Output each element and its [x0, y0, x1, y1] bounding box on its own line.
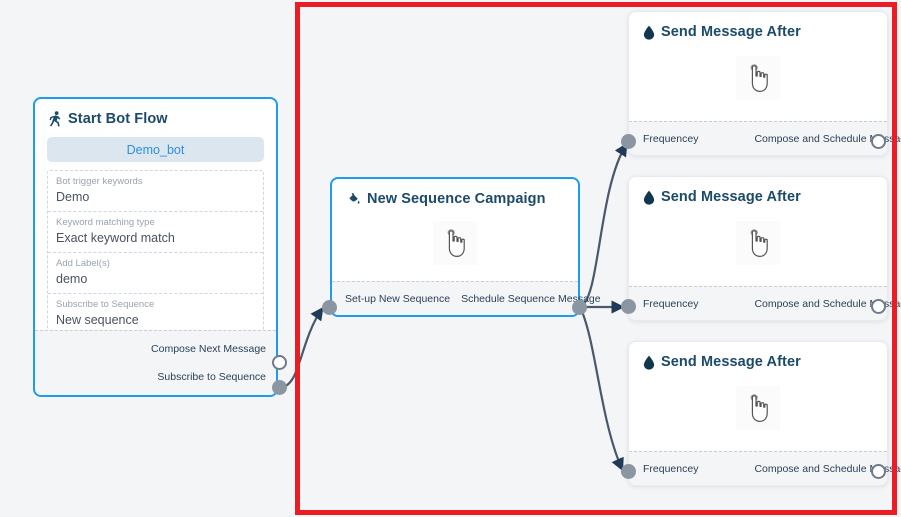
output-port-compose-and-schedule-message-1[interactable] [871, 134, 886, 149]
bot-name-text: Demo_bot [126, 142, 185, 157]
running-person-icon [49, 111, 62, 127]
input-port-setup-new-sequence[interactable] [322, 300, 337, 315]
node-send-message-after-3[interactable]: Send Message After Frequencey Compose an… [628, 341, 901, 486]
input-port-frequencey-1[interactable] [621, 134, 636, 149]
field-value: demo [56, 272, 88, 286]
hand-pointer-icon-slot [736, 56, 780, 100]
output-label-schedule-sequence-message: Schedule Sequence Message [461, 292, 601, 305]
droplet-icon [643, 355, 655, 370]
output-port-compose-and-schedule-message-2[interactable] [871, 299, 886, 314]
bot-name-pill[interactable]: Demo_bot [47, 137, 264, 162]
field-label: Keyword matching type [56, 217, 155, 228]
output-row-compose-next-message[interactable]: Compose Next Message [151, 339, 266, 357]
field-row-bot-trigger-keywords[interactable]: Bot trigger keywords Demo [48, 171, 263, 212]
start-bot-flow-output-area: Compose Next Message Subscribe to Sequen… [35, 330, 276, 395]
output-port-schedule-sequence-message[interactable] [572, 300, 587, 315]
bot-field-list: Bot trigger keywords Demo Keyword matchi… [47, 170, 264, 335]
droplet-icon [643, 190, 655, 205]
output-label-compose-and-schedule-message-1: Compose and Schedule Message [754, 132, 901, 145]
node-send-message-after-2[interactable]: Send Message After Frequencey Compose an… [628, 176, 901, 321]
hand-pointer-icon [447, 229, 465, 257]
field-label: Bot trigger keywords [56, 176, 143, 187]
node-title-send-message-after-2: Send Message After [629, 177, 887, 209]
field-label: Add Label(s) [56, 258, 110, 269]
output-port-subscribe-to-sequence[interactable] [272, 380, 287, 395]
field-row-add-labels[interactable]: Add Label(s) demo [48, 253, 263, 294]
node-title-send-message-after-1: Send Message After [629, 12, 887, 44]
input-label-frequencey-1: Frequencey [643, 132, 699, 145]
send-message-after-footer-1: Frequencey Compose and Schedule Message [629, 121, 901, 155]
edge-sequence-to-card-1 [579, 142, 628, 309]
input-port-frequencey-2[interactable] [621, 299, 636, 314]
input-port-frequencey-3[interactable] [621, 464, 636, 479]
output-label-compose-next-message: Compose Next Message [151, 343, 266, 355]
hand-pointer-icon [750, 229, 768, 257]
node-title-send-message-after-3: Send Message After [629, 342, 887, 374]
send-message-after-footer-2: Frequencey Compose and Schedule Message [629, 286, 901, 320]
field-value: Exact keyword match [56, 231, 175, 245]
field-value: Demo [56, 190, 90, 204]
output-label-compose-and-schedule-message-2: Compose and Schedule Message [754, 297, 901, 310]
send-message-after-title-text-1: Send Message After [661, 24, 801, 40]
sequence-campaign-icon [346, 192, 361, 206]
droplet-icon [643, 25, 655, 40]
hand-pointer-icon-slot [736, 386, 780, 430]
hand-pointer-icon [750, 394, 768, 422]
node-send-message-after-1[interactable]: Send Message After Frequencey Compose an… [628, 11, 901, 156]
node-title-new-sequence-campaign: New Sequence Campaign [332, 179, 578, 211]
start-bot-flow-title-text: Start Bot Flow [68, 111, 168, 127]
field-row-keyword-matching-type[interactable]: Keyword matching type Exact keyword matc… [48, 212, 263, 253]
new-sequence-campaign-footer: Set-up New Sequence Schedule Sequence Me… [332, 281, 601, 315]
input-label-frequencey-2: Frequencey [643, 297, 699, 310]
new-sequence-campaign-title-text: New Sequence Campaign [367, 191, 546, 207]
output-label-subscribe-to-sequence: Subscribe to Sequence [157, 371, 266, 383]
hand-pointer-icon [750, 64, 768, 92]
input-label-setup-new-sequence: Set-up New Sequence [345, 292, 451, 305]
node-title-start-bot-flow: Start Bot Flow [35, 99, 276, 131]
output-port-compose-next-message[interactable] [272, 355, 287, 370]
field-value: New sequence [56, 313, 139, 327]
output-label-compose-and-schedule-message-3: Compose and Schedule Message [754, 462, 901, 475]
edge-sequence-to-card-3 [579, 306, 624, 472]
field-label: Subscribe to Sequence [56, 299, 155, 310]
node-start-bot-flow[interactable]: Start Bot Flow Demo_bot Bot trigger keyw… [33, 97, 278, 397]
node-new-sequence-campaign[interactable]: New Sequence Campaign Set-up New Sequenc… [330, 177, 601, 317]
send-message-after-footer-3: Frequencey Compose and Schedule Message [629, 451, 901, 485]
edge-startbot-to-sequence [280, 306, 324, 389]
output-row-subscribe-to-sequence[interactable]: Subscribe to Sequence [157, 367, 266, 385]
hand-pointer-icon-slot [736, 221, 780, 265]
input-label-frequencey-3: Frequencey [643, 462, 699, 475]
field-row-subscribe-to-sequence[interactable]: Subscribe to Sequence New sequence [48, 294, 263, 334]
output-port-compose-and-schedule-message-3[interactable] [871, 464, 886, 479]
send-message-after-title-text-2: Send Message After [661, 189, 801, 205]
hand-pointer-icon-slot [433, 221, 477, 265]
send-message-after-title-text-3: Send Message After [661, 354, 801, 370]
